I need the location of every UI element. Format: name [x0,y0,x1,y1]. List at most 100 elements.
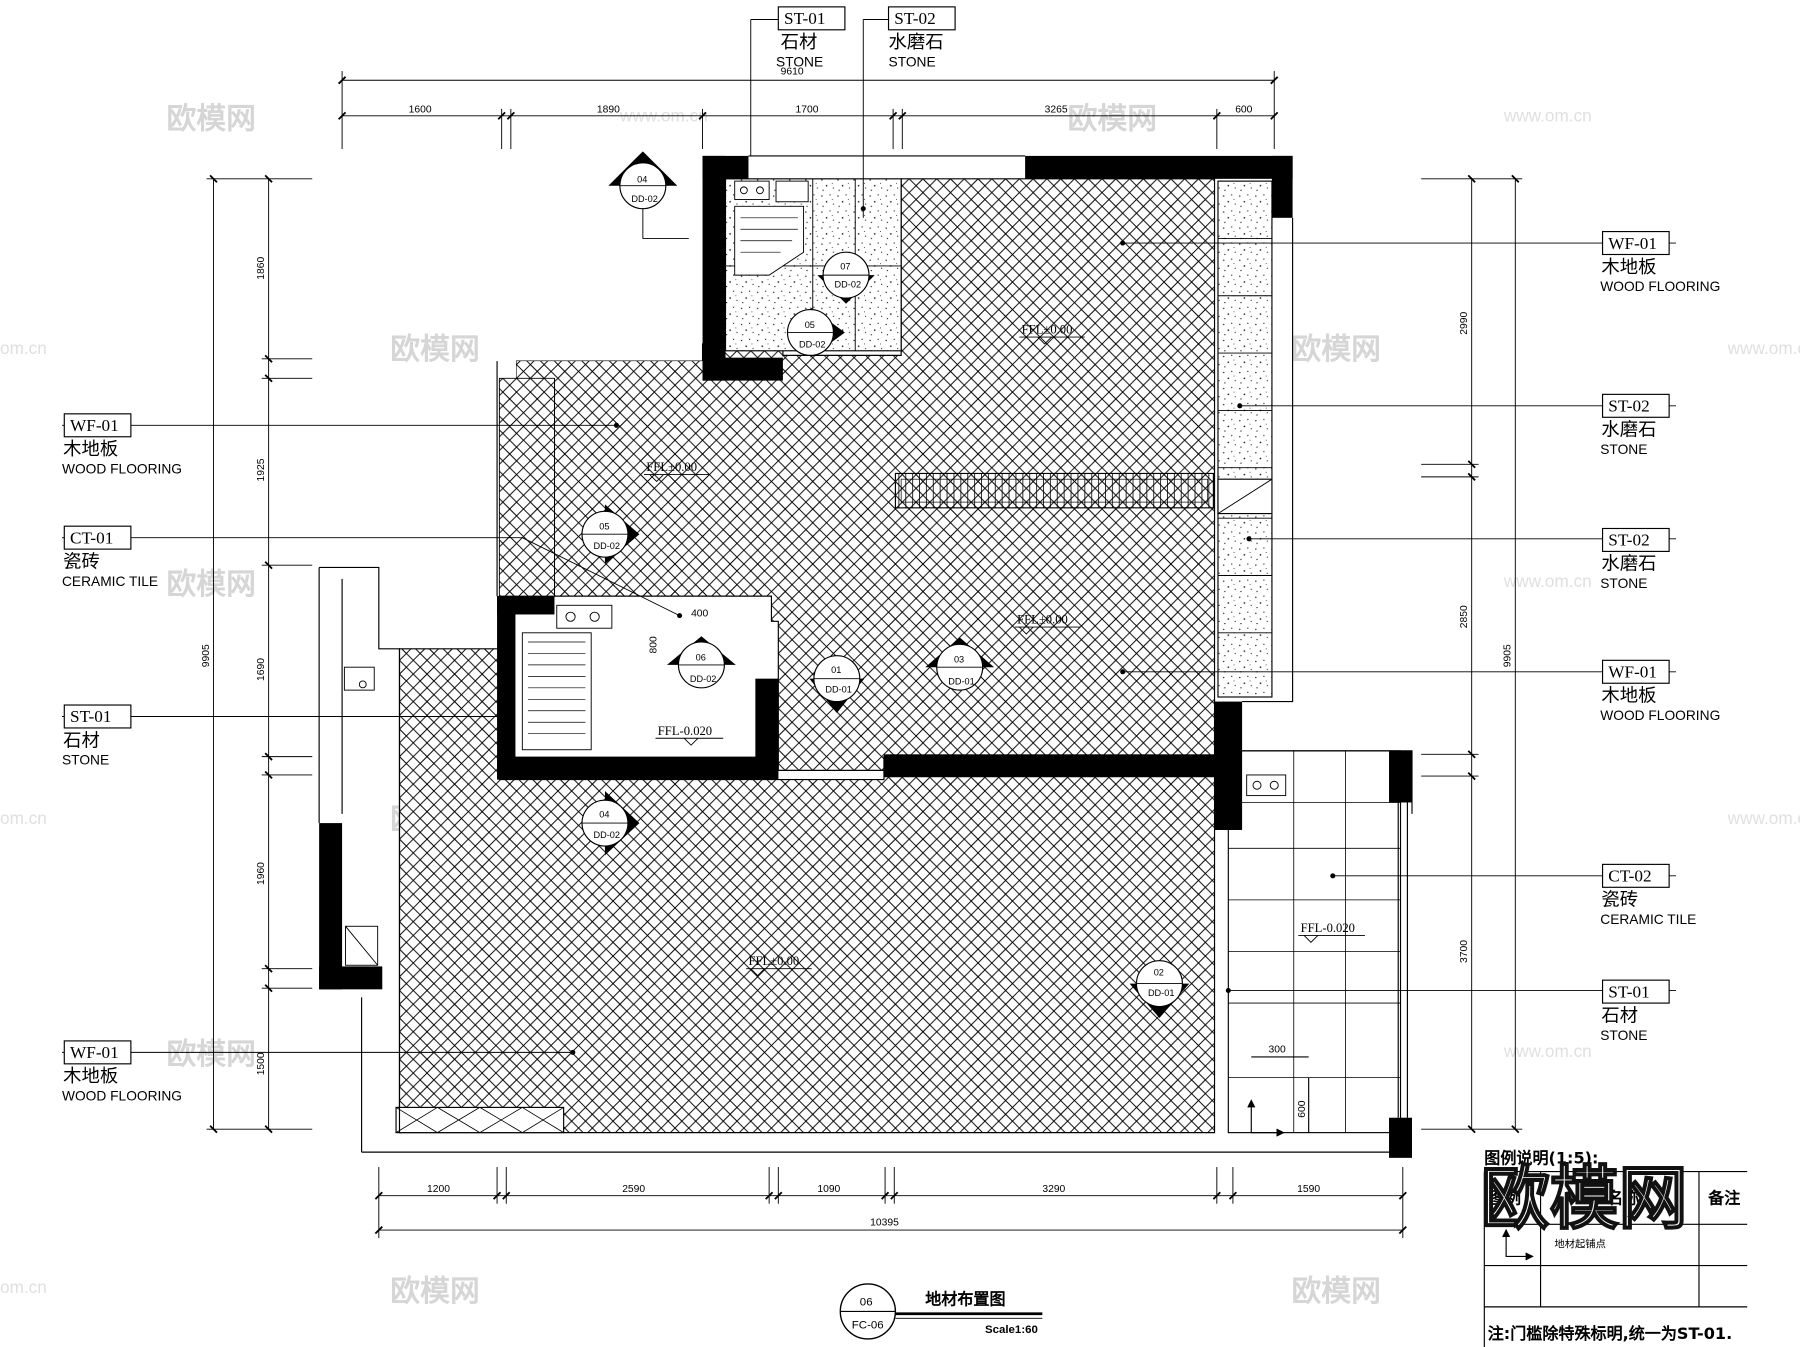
svg-text:ST-02: ST-02 [894,9,935,28]
ffl-top: FFL±0.00 [1022,323,1073,337]
ffl-center: FFL±0.00 [1017,613,1068,627]
dim-interior-800: 800 [649,636,660,653]
material-tag-st02-top: ST-02 水磨石 STONE [887,6,956,69]
wall-outlines [318,155,1413,1153]
watermark: 欧模网 [166,101,256,136]
dim-right-2: 2850 [1459,605,1470,628]
dim-top-5: 600 [1235,104,1252,115]
svg-text:ST-02: ST-02 [1608,397,1649,416]
legend-col-2: 名称 [1607,1189,1639,1208]
svg-text:WOOD FLOORING: WOOD FLOORING [62,1089,182,1104]
section-symbol: 06 DD-02 [666,636,736,689]
dim-left-5: 1500 [256,1052,267,1075]
watermark: 欧模网 [1068,101,1158,136]
dim-bottom-5: 1590 [1297,1184,1320,1195]
svg-text:DD-02: DD-02 [631,194,657,204]
drawing-title-text: 地材布置图 [925,1290,1005,1309]
svg-text:瓷砖: 瓷砖 [63,551,100,572]
dim-left-3: 1690 [256,658,267,681]
svg-text:WF-01: WF-01 [1608,663,1657,682]
svg-text:石材: 石材 [63,730,100,751]
material-tag-ct02-right: CT-02 瓷砖 CERAMIC TILE [1600,863,1696,927]
material-tag-st01-top: ST-01 石材 STONE [776,6,846,69]
leader-dots [503,206,1336,1055]
legend-col-1: 图例 [1489,1189,1521,1208]
material-tag-wf01-right-lower: WF-01 木地板 WOOD FLOORING [1600,659,1720,723]
section-symbol: 07 DD-02 [817,251,875,304]
drawing-scale: Scale1:60 [985,1324,1038,1336]
svg-text:WOOD FLOORING: WOOD FLOORING [62,461,182,476]
watermark: 欧模网 [166,567,256,602]
svg-text:CT-02: CT-02 [1608,867,1651,886]
dim-interior-300: 300 [1268,1044,1285,1055]
dim-top-3: 1700 [796,104,819,115]
watermark-url: www.om.cn [1727,338,1800,358]
origin-legend-icon [1502,1228,1534,1261]
svg-text:木地板: 木地板 [1601,257,1656,278]
watermark-url: www.om.cn [1503,106,1592,126]
legend: 图例说明(1:5): 图例 名称 备注 地材起铺点 欧模网 注:门槛除特殊标明,… [1480,1149,1748,1347]
top-dimensions [337,71,1279,150]
legend-note: 注:门槛除特殊标明,统一为ST-01. [1488,1324,1732,1343]
watermark: 欧模网 [1291,1274,1381,1309]
material-tag-wf01-left-lower: WF-01 木地板 WOOD FLOORING [62,1040,182,1104]
section-symbol: 01 DD-01 [809,655,865,714]
material-tag-wf01-right: WF-01 木地板 WOOD FLOORING [1600,230,1720,294]
svg-text:WF-01: WF-01 [70,1043,119,1062]
watermark-url: om.cn [0,808,47,828]
dim-top-total: 9610 [781,67,804,78]
svg-text:STONE: STONE [1600,576,1647,591]
dim-bottom-4: 3290 [1042,1184,1065,1195]
balcony-fixtures [343,666,1287,966]
dim-interior-400: 400 [691,609,708,620]
svg-text:STONE: STONE [62,753,109,768]
section-symbol: 05 DD-02 [786,307,845,358]
svg-text:DD-01: DD-01 [825,684,851,694]
origin-marker [1247,1056,1310,1137]
top-bath-fixtures [734,180,809,276]
svg-text:木地板: 木地板 [63,439,118,460]
section-symbol: 04 DD-02 [581,791,640,856]
svg-text:ST-01: ST-01 [1608,982,1649,1001]
legend-col-3: 备注 [1707,1189,1740,1208]
dim-left-4: 1960 [256,862,267,885]
dim-bottom-total: 10395 [870,1217,899,1228]
watermark-url: om.cn [0,1277,47,1297]
watermark-url: om.cn [0,338,47,358]
svg-text:木地板: 木地板 [1601,686,1656,707]
svg-text:DD-01: DD-01 [948,676,974,686]
svg-text:木地板: 木地板 [63,1066,118,1087]
watermark: 欧模网 [390,332,480,367]
legend-title: 图例说明(1:5): [1484,1149,1598,1168]
floor-fills [395,178,1402,1134]
ffl-bottom: FFL±0.00 [748,954,799,968]
watermark: 欧模网 [1291,332,1381,367]
svg-text:WF-01: WF-01 [70,416,119,435]
svg-text:ST-02: ST-02 [1608,531,1649,550]
ffl-balcony: FFL-0.020 [1301,921,1355,935]
dim-right-1: 2990 [1459,312,1470,335]
bottom-dimensions [374,1167,1407,1239]
svg-text:01: 01 [831,665,841,675]
walls [319,155,1412,1158]
svg-text:水磨石: 水磨石 [889,32,944,53]
watermark-large: 欧模网 [1481,1159,1688,1239]
dim-top-4: 3265 [1045,104,1068,115]
svg-text:CERAMIC TILE: CERAMIC TILE [1600,912,1696,927]
svg-text:DD-02: DD-02 [593,830,619,840]
svg-text:05: 05 [599,522,609,532]
material-tag-wf01-left: WF-01 木地板 WOOD FLOORING [62,413,182,476]
svg-text:07: 07 [840,261,850,271]
dim-top-2: 1890 [597,104,620,115]
dim-interior-600: 600 [1297,1100,1308,1117]
dim-bottom-3: 1090 [817,1184,840,1195]
section-symbol: 04 DD-02 [608,151,689,239]
drawing-number: 06 [860,1297,873,1309]
dim-right-3: 3700 [1459,940,1470,963]
material-tag-st02-right-lower: ST-02 水磨石 STONE [1600,527,1670,591]
svg-text:STONE: STONE [776,54,823,69]
svg-text:DD-02: DD-02 [799,339,825,349]
material-tag-ct01-left: CT-01 瓷砖 CERAMIC TILE [62,525,158,589]
svg-text:DD-02: DD-02 [835,280,861,290]
svg-text:05: 05 [805,320,815,330]
